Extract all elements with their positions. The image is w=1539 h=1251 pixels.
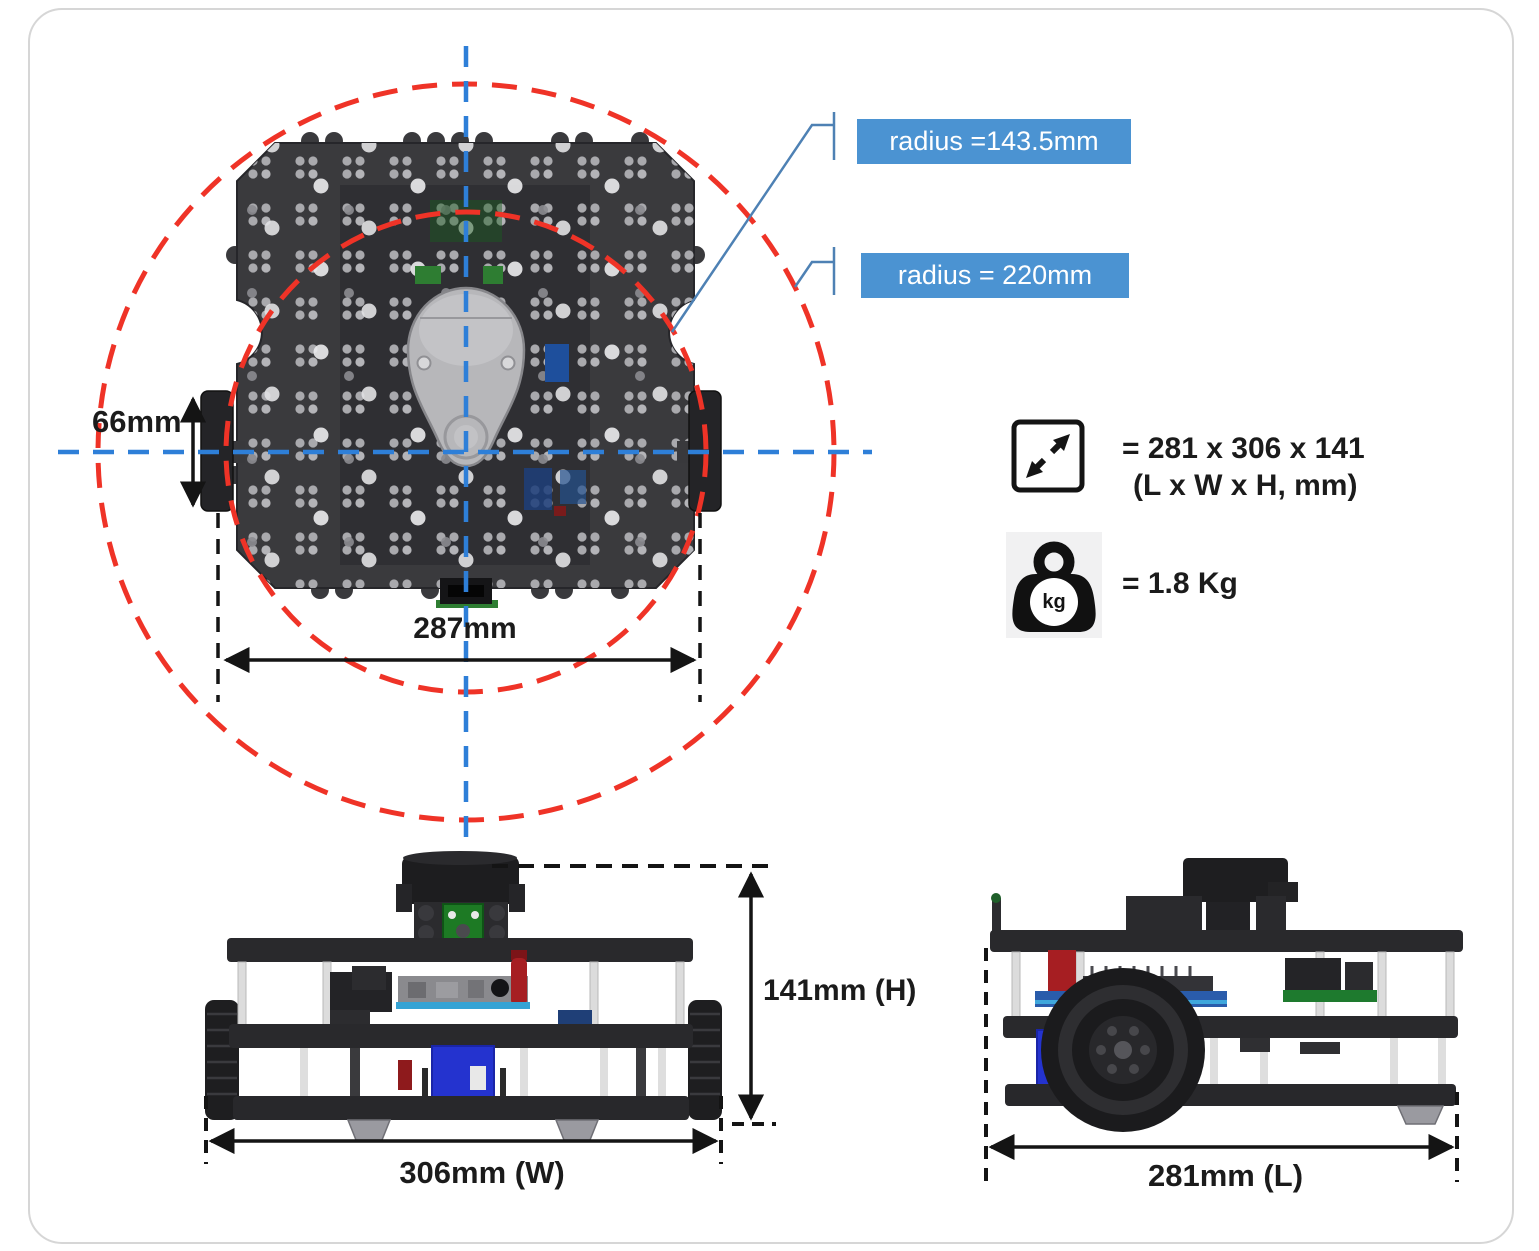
front-top-plate (227, 938, 693, 962)
width-label: 306mm (W) (399, 1155, 565, 1190)
wheel-track-label: 287mm (413, 612, 517, 645)
radius-inner-label: radius =143.5mm (857, 119, 1131, 164)
side-top-plate (990, 930, 1463, 952)
radius-leader-lines (670, 112, 836, 333)
width-dimension (204, 1096, 723, 1164)
front-casters (346, 1119, 600, 1141)
kettlebell-icon (1006, 532, 1102, 638)
robot-top-view (58, 46, 872, 848)
side-lidar (1126, 858, 1298, 934)
front-wheels (205, 1000, 722, 1120)
height-label: 141mm (H) (763, 974, 917, 1007)
front-lower-components (300, 1045, 666, 1101)
front-bottom-plate (233, 1096, 689, 1120)
kg-badge-text: kg (1042, 591, 1066, 613)
front-lidar (396, 851, 525, 961)
side-caster (1396, 1105, 1445, 1125)
front-middle-plate (229, 1024, 693, 1048)
expand-icon (1011, 419, 1085, 493)
wheel-track-dimension (216, 513, 702, 702)
size-spec-line1: = 281 x 306 x 141 (1122, 432, 1365, 465)
weight-spec: = 1.8 Kg (1122, 567, 1238, 600)
robot-side-view (984, 858, 1463, 1182)
radius-outer-label: radius = 220mm (861, 253, 1129, 298)
height-dimension (492, 864, 776, 1126)
length-dimension (984, 948, 1459, 1182)
size-spec-line2: (L x W x H, mm) (1133, 469, 1358, 502)
length-label: 281mm (L) (1147, 1158, 1304, 1193)
side-antenna-tip (991, 893, 1001, 903)
robot-front-view (204, 851, 776, 1164)
front-mid-components (330, 950, 592, 1028)
side-drive-wheel (1041, 968, 1205, 1132)
wheel-width-label: 66mm (92, 404, 182, 439)
side-antenna (992, 898, 1001, 934)
